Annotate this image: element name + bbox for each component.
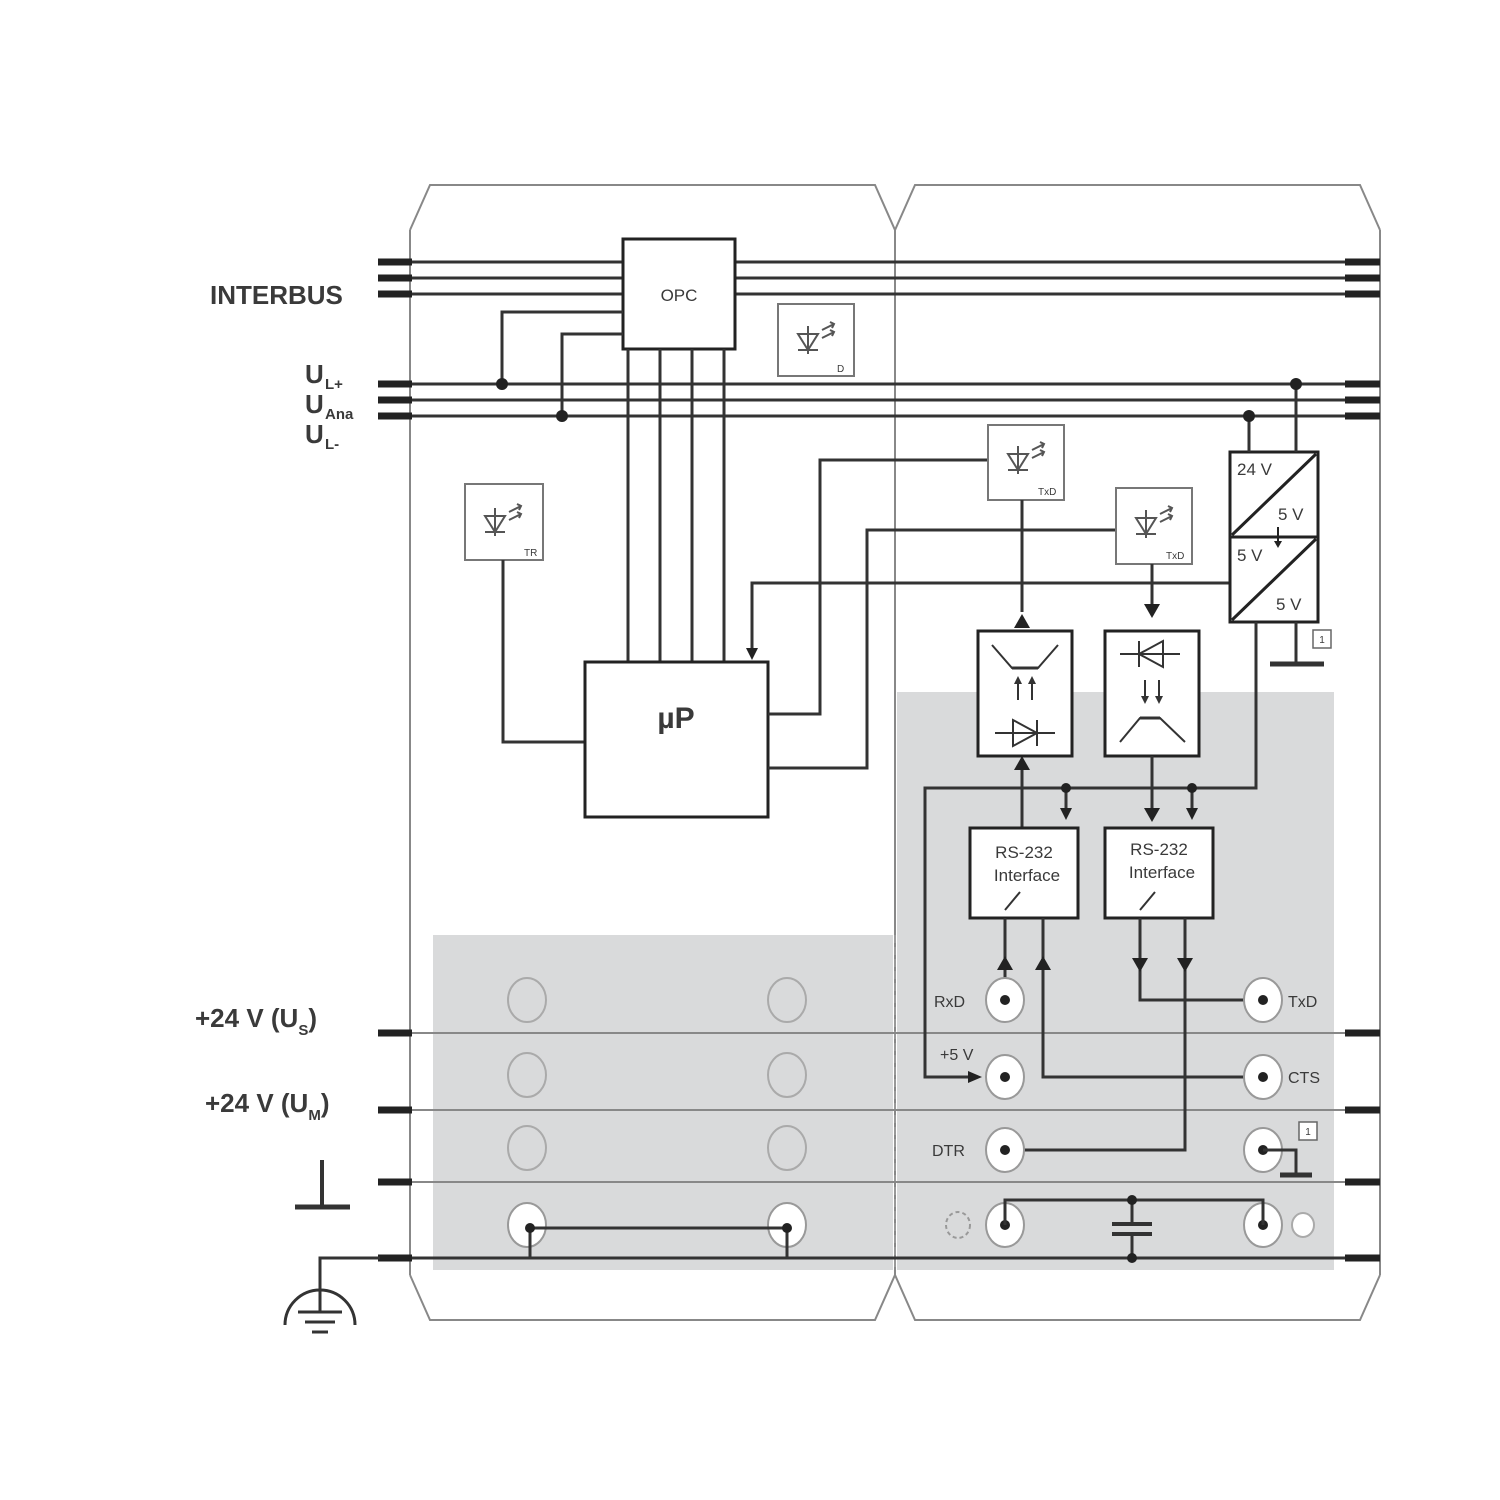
svg-text:U: U	[305, 389, 324, 419]
up-txd1-wire	[768, 458, 988, 716]
svg-text:RS-232: RS-232	[995, 843, 1053, 862]
shield-wire-left	[528, 1226, 789, 1258]
svg-text:L-: L-	[325, 436, 339, 453]
protective-earth-icon	[283, 1256, 380, 1334]
svg-text:RS-232: RS-232	[1130, 840, 1188, 859]
optocoupler-rx	[976, 629, 1074, 758]
cts-label: CTS	[1288, 1070, 1320, 1087]
uana-label: U Ana	[305, 389, 354, 423]
terminal-area-left	[433, 935, 893, 1270]
dtr-wire	[1005, 918, 1187, 1152]
dc-dc-converter: 24 V 5 V 5 V 5 V	[1228, 450, 1320, 624]
supply-5v-distribution	[923, 622, 1258, 1079]
led-d-icon	[796, 321, 836, 354]
led-txd2-icon	[1134, 505, 1174, 538]
svg-text:+24 V (US): +24 V (US)	[195, 1003, 317, 1039]
svg-text:Interface: Interface	[1129, 863, 1195, 882]
svg-text:Interface: Interface	[994, 866, 1060, 885]
svg-text:Ana: Ana	[325, 406, 354, 423]
ul-minus-label: U L-	[305, 419, 339, 453]
rs232-interface-2: RS-232 Interface	[1103, 826, 1215, 920]
svg-text:D: D	[837, 364, 844, 375]
led-txd1-icon	[1006, 441, 1046, 474]
dtr-label: DTR	[932, 1143, 965, 1160]
opc-up-wires	[626, 349, 726, 662]
svg-text:1: 1	[1305, 1127, 1311, 1138]
svg-text:OPC: OPC	[661, 286, 698, 305]
us-label: +24 V (US)	[195, 1003, 317, 1039]
um-label: +24 V (UM)	[205, 1088, 330, 1124]
svg-text:+24 V (UM): +24 V (UM)	[205, 1088, 330, 1124]
interbus-lines	[378, 258, 1380, 298]
svg-text:L+: L+	[325, 376, 343, 393]
svg-text:5 V: 5 V	[1237, 546, 1263, 565]
opc-supply-wires	[496, 310, 623, 422]
led-txd2-box: TxD	[1115, 487, 1193, 565]
svg-text:U: U	[305, 359, 324, 389]
up-supply-wire	[750, 581, 1230, 650]
led-d-box: D	[777, 303, 855, 377]
led-tr-icon	[483, 503, 523, 536]
svg-text:TxD: TxD	[1166, 551, 1184, 562]
svg-text:TR: TR	[524, 548, 537, 559]
note-box-1: 1	[1312, 629, 1332, 649]
optocoupler-tx	[1103, 629, 1201, 758]
shield-capacitor	[1003, 1195, 1265, 1263]
note-box-2: 1	[1298, 1121, 1318, 1141]
interbus-label: INTERBUS	[210, 280, 343, 310]
terminal-ground-icon	[1263, 1148, 1312, 1178]
potential-lines	[378, 1029, 1380, 1262]
supply-lines	[378, 380, 1380, 420]
microprocessor-block: µP	[583, 660, 770, 819]
opc-block: OPC	[621, 237, 737, 351]
svg-text:24 V: 24 V	[1237, 460, 1273, 479]
plus5v-label: +5 V	[940, 1047, 974, 1064]
up-txd2-wire	[768, 528, 1116, 770]
svg-text:µP: µP	[657, 702, 694, 735]
cts-wire	[1041, 918, 1263, 1079]
converter-ground-icon	[1270, 622, 1324, 667]
svg-text:5 V: 5 V	[1278, 505, 1304, 524]
svg-text:5 V: 5 V	[1276, 595, 1302, 614]
txd-label: TxD	[1288, 994, 1317, 1011]
tr-wire	[501, 560, 585, 744]
led-txd1-box: TxD	[987, 424, 1065, 501]
rs232-interface-1: RS-232 Interface	[968, 826, 1080, 920]
ul-plus-label: U L+	[305, 359, 343, 393]
up-supply-arrow	[746, 648, 758, 660]
txd-wire	[1138, 918, 1263, 1002]
ground-icon	[295, 1160, 350, 1210]
module-housing	[409, 184, 1381, 1321]
svg-text:1: 1	[1319, 635, 1325, 646]
svg-text:TxD: TxD	[1038, 487, 1056, 498]
svg-text:U: U	[305, 419, 324, 449]
rxd-label: RxD	[934, 994, 965, 1011]
led-tr-box: TR	[464, 483, 544, 561]
